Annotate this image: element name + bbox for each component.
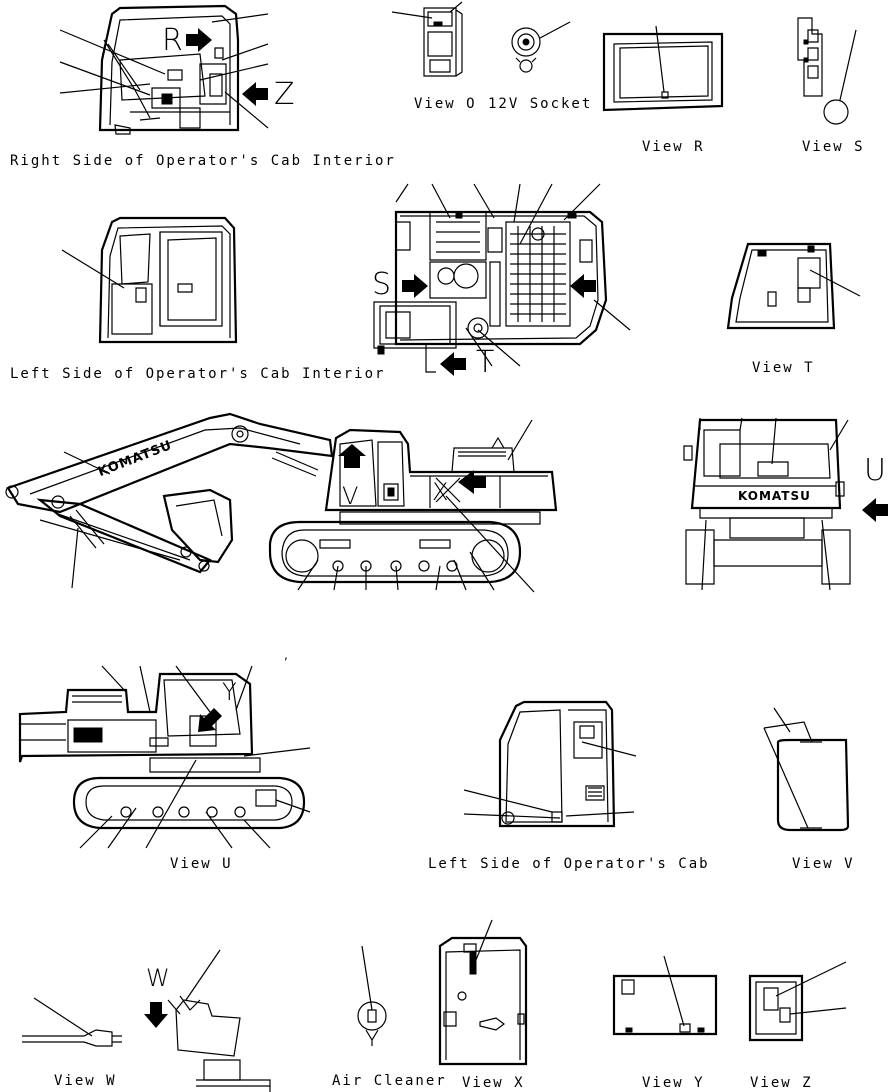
view-s-figure	[798, 18, 856, 124]
view-r-figure	[604, 26, 722, 110]
air-cleaner-figure	[358, 946, 386, 1046]
right-side-cab-interior-figure	[60, 6, 268, 134]
view-t-caption: View T	[752, 360, 815, 376]
top-view-figure	[374, 184, 630, 376]
brand-decal-rear: KOMATSU	[738, 489, 811, 503]
right-side-cab-interior-caption: Right Side of Operator's Cab Interior	[10, 153, 396, 169]
view-letter-y: Y	[222, 678, 237, 706]
view-letter-r: R	[162, 23, 183, 58]
view-r-caption: View R	[642, 139, 705, 155]
left-side-cab-figure	[464, 702, 636, 826]
left-side-cab-caption: Left Side of Operator's Cab	[428, 856, 710, 872]
view-letter-w: W	[146, 964, 170, 992]
view-letter-u: U	[864, 453, 886, 488]
view-letter-x: X	[432, 478, 449, 506]
rear-view-figure	[684, 418, 888, 590]
view-x-figure	[440, 920, 526, 1064]
view-letter-s: S	[372, 267, 392, 302]
view-o-caption: View O	[414, 96, 477, 112]
view-y-figure	[614, 956, 716, 1034]
view-letter-t: T	[476, 345, 495, 380]
view-v-caption: View V	[792, 856, 855, 872]
view-letter-v: V	[342, 482, 359, 510]
stray-mark: ,	[284, 648, 288, 662]
left-side-cab-interior-caption: Left Side of Operator's Cab Interior	[10, 366, 386, 382]
view-y-caption: View Y	[642, 1075, 705, 1091]
view-letter-z: Z	[274, 77, 295, 112]
view-u-caption: View U	[170, 856, 233, 872]
view-w-figure	[22, 950, 270, 1092]
view-z-figure	[750, 962, 846, 1040]
view-t-figure	[728, 244, 860, 328]
view-w-caption: View W	[54, 1073, 117, 1089]
view-v-figure	[764, 708, 848, 830]
socket-12v-figure	[512, 22, 570, 72]
view-o-figure	[392, 2, 462, 76]
socket-12v-caption: 12V Socket	[488, 96, 593, 112]
left-side-cab-interior-figure	[62, 218, 236, 342]
view-x-caption: View X	[462, 1075, 525, 1091]
view-s-caption: View S	[802, 139, 865, 155]
view-z-caption: View Z	[750, 1075, 813, 1091]
excavator-side-figure	[6, 414, 556, 592]
view-u-figure	[20, 666, 310, 848]
air-cleaner-caption: Air Cleaner	[332, 1073, 447, 1089]
